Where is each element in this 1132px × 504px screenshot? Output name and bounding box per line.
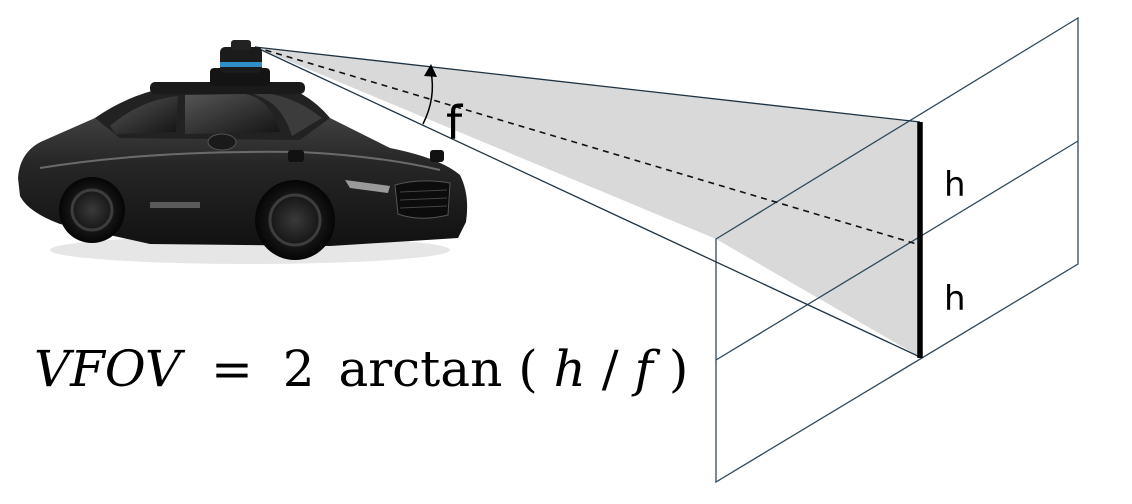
field-of-view-cone xyxy=(255,47,920,357)
formula-numerator: h xyxy=(554,340,586,398)
half-angle-indicator xyxy=(422,64,437,125)
car-side-window xyxy=(185,94,280,134)
image-plane-midline xyxy=(715,140,1079,361)
car-side-mirror xyxy=(207,133,237,151)
formula-equals: = xyxy=(211,340,253,398)
image-plane-outline xyxy=(715,16,1079,484)
formula-function: arctan xyxy=(338,340,502,398)
car-windshield xyxy=(250,92,322,136)
bottom-ray xyxy=(254,46,921,358)
upper-half-height-label: h xyxy=(944,165,966,205)
formula-denominator: f xyxy=(631,340,661,398)
vfov-formula: VFOV = 2 arctan ( h / f ) xyxy=(34,340,688,398)
car-headlight xyxy=(345,180,390,193)
formula-coefficient: 2 xyxy=(283,340,315,398)
optical-axis xyxy=(254,46,921,246)
front-wheel xyxy=(255,180,335,260)
image-plane xyxy=(715,16,1079,484)
top-ray xyxy=(254,46,921,123)
arrowhead-icon xyxy=(424,64,437,77)
focal-length-label: f xyxy=(446,96,464,150)
formula-slash: / xyxy=(602,340,619,398)
formula-open-paren: ( xyxy=(518,340,538,398)
lower-half-height-label: h xyxy=(944,279,966,319)
rear-wheel xyxy=(59,177,125,243)
autonomous-car-icon xyxy=(18,40,468,264)
lidar-sensor-icon xyxy=(220,40,262,73)
formula-close-paren: ) xyxy=(669,340,689,398)
car-rear-window xyxy=(110,96,178,134)
car-shoulder-line xyxy=(39,150,441,171)
car-door-decal xyxy=(150,202,200,208)
formula-lhs: VFOV xyxy=(34,340,186,398)
